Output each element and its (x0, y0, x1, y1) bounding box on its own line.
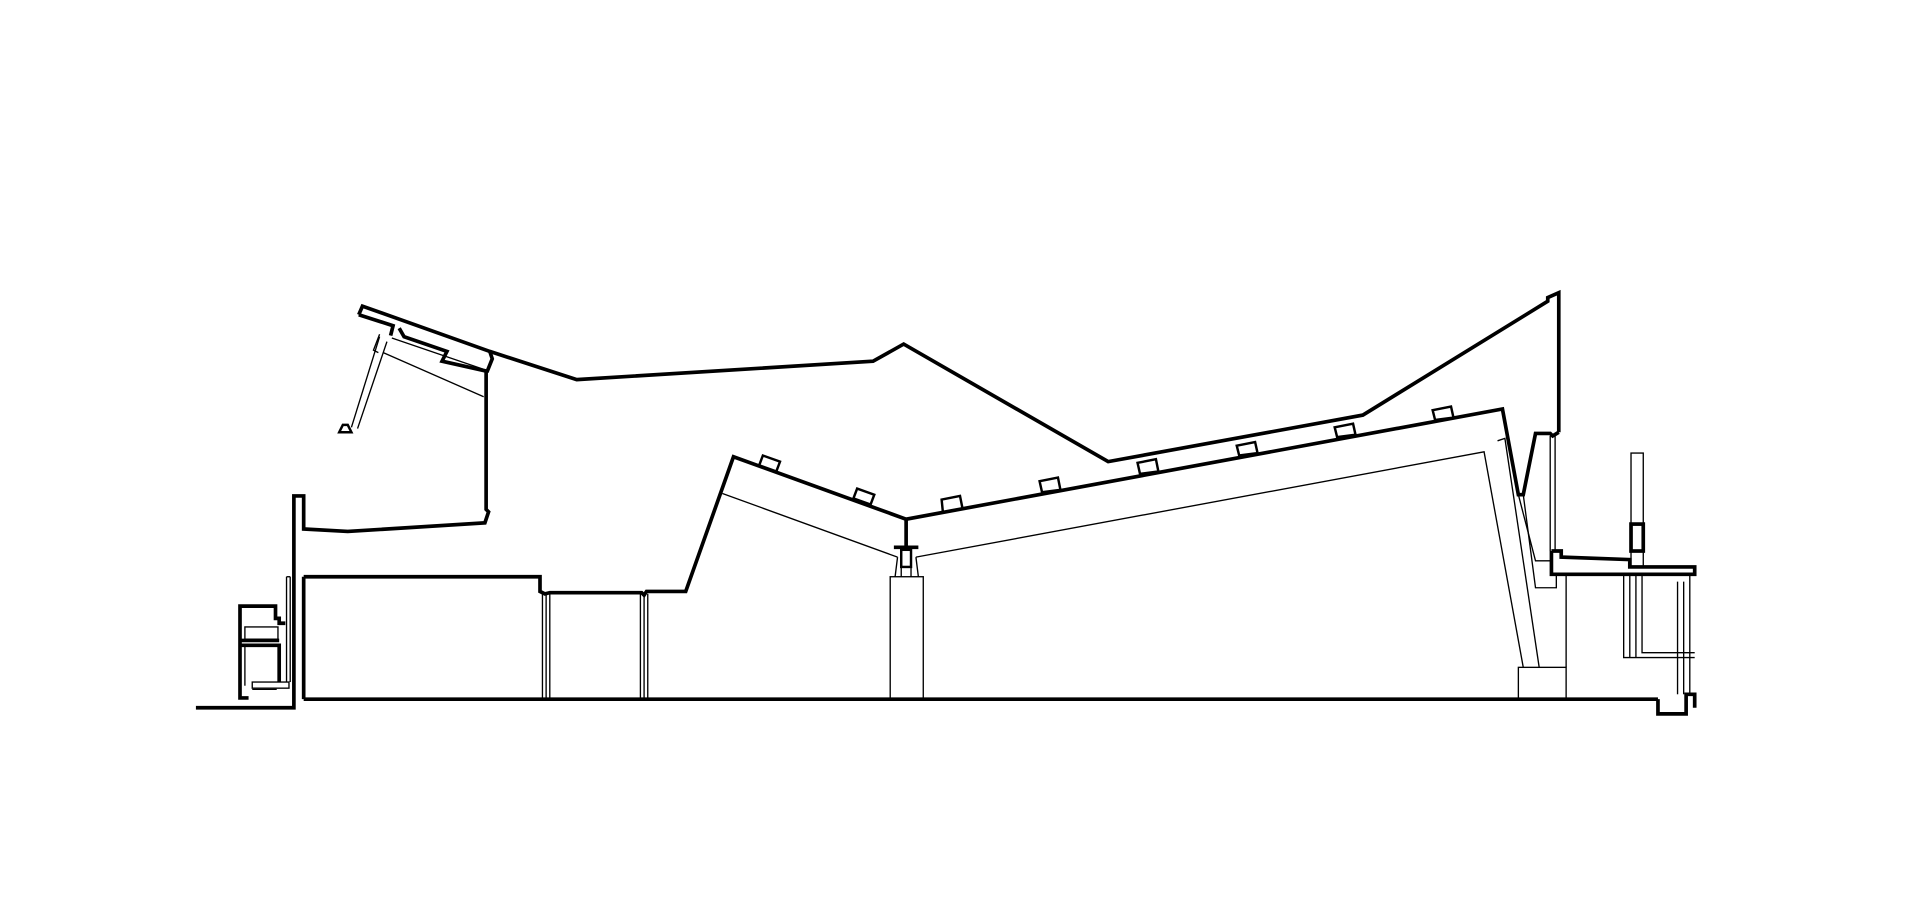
roof-purlins (757, 405, 1455, 514)
right-wing (1517, 452, 1697, 716)
interior-ceilings (722, 435, 1557, 668)
lower-roof-outline (301, 406, 1658, 702)
left-entrance (238, 576, 291, 700)
left-canopy (337, 334, 486, 434)
upper-roof-outline (195, 289, 1561, 710)
windows (541, 593, 649, 700)
central-column (889, 519, 924, 700)
